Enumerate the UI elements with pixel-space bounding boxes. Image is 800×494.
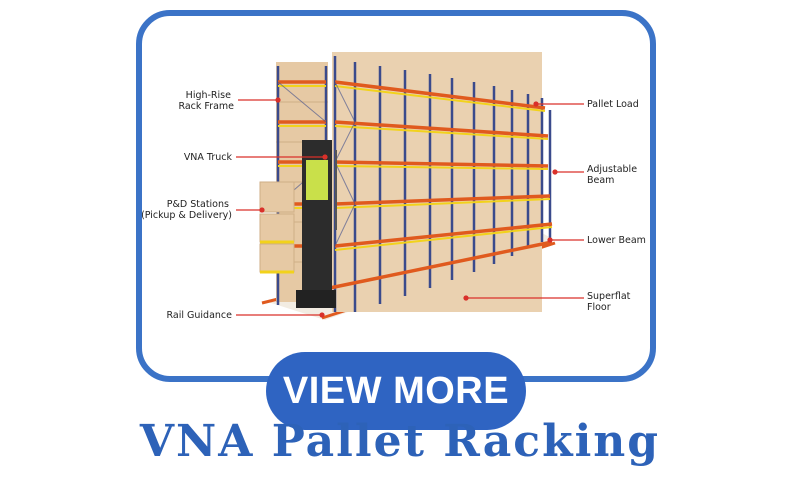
view-more-button[interactable]: VIEW MORE xyxy=(266,352,526,430)
vna-truck xyxy=(296,140,337,308)
label-superflat-floor: Superflat Floor xyxy=(587,291,633,313)
label-rail-guidance: Rail Guidance xyxy=(167,310,233,321)
label-adjustable-beam: Adjustable Beam xyxy=(587,164,640,186)
label-lower-beam: Lower Beam xyxy=(587,235,646,246)
page-title: VNA Pallet Racking xyxy=(139,416,661,467)
label-high-rise: High-Rise Rack Frame xyxy=(178,90,234,112)
leader-lines xyxy=(236,97,584,318)
label-vna-truck: VNA Truck xyxy=(184,152,233,163)
pd-stations xyxy=(259,181,295,274)
label-pd-stations: P&D Stations (Pickup & Delivery) xyxy=(141,199,232,221)
label-pallet-load: Pallet Load xyxy=(587,99,639,110)
